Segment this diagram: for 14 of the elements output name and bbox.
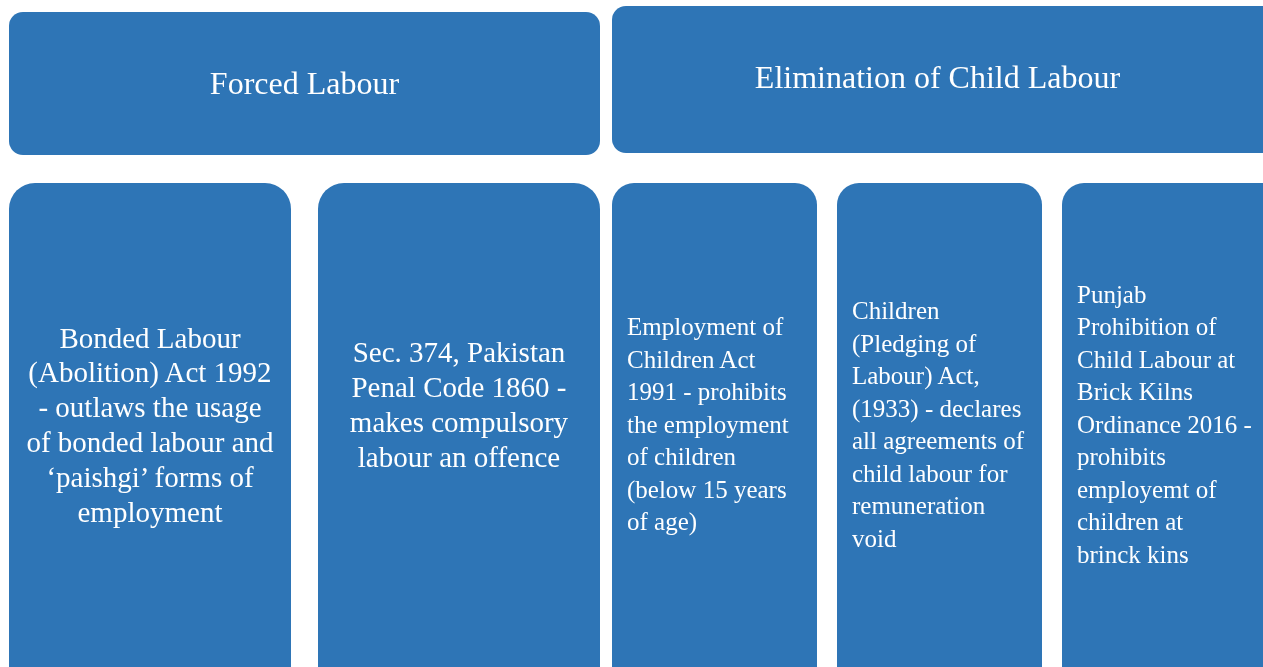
law-description: Children (Pledging of Labour) Act, (1933) - declares all agreements of child labour for remuneration void [852, 296, 1026, 554]
category-title: Elimination of Child Labour [754, 59, 1121, 96]
law-box [1062, 183, 1263, 667]
category-box [612, 6, 1263, 153]
law-box [837, 183, 1042, 667]
law-box [612, 183, 817, 667]
law-box [9, 183, 291, 667]
category-title: Forced Labour [209, 65, 400, 102]
law-description: Bonded Labour (Abolition) Act 1992 - outlaws the usage of bonded labour and ‘paishgi’ forms of employment [25, 320, 275, 530]
category-box [9, 12, 600, 155]
law-description: Sec. 374, Pakistan Penal Code 1860 - makes compulsory labour an offence [348, 335, 570, 475]
law-description: Punjab Prohibition of Child Labour at Brick Kilns Ordinance 2016 - prohibits employemt of children at brinck kins [1077, 279, 1253, 570]
law-box [318, 183, 600, 667]
law-description: Employment of Children Act 1991 - prohibits the employment of children (below 15 years of age) [627, 312, 790, 538]
